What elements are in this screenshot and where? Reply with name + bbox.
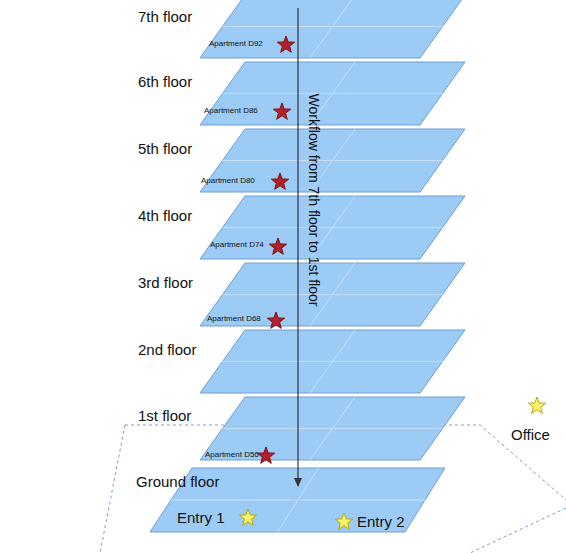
floor-label: 2nd floor <box>138 342 196 359</box>
floor-label: 4th floor <box>138 208 192 225</box>
entry-label: Entry 2 <box>357 514 405 531</box>
floor-plane <box>200 196 465 259</box>
office-label: Office <box>511 427 550 444</box>
floor-label: 6th floor <box>138 74 192 91</box>
workflow-label: Workflow from 7th floor to 1st floor <box>305 94 320 307</box>
apartment-label: Apartment D68 <box>207 315 261 324</box>
floor-plane <box>200 263 465 326</box>
floor-planes <box>150 0 465 532</box>
floor-plane <box>200 129 465 192</box>
star-marker <box>257 447 274 463</box>
star-marker <box>335 513 352 529</box>
star-marker <box>277 36 294 52</box>
floor-plane <box>200 397 465 460</box>
workflow-arrow <box>297 8 298 486</box>
apartment-label: Apartment D74 <box>210 241 264 250</box>
apartment-label: Apartment D86 <box>204 107 258 116</box>
apartment-label: Apartment D56 <box>205 451 259 460</box>
apartment-label: Apartment D80 <box>201 177 255 186</box>
star-marker <box>271 173 288 189</box>
star-marker <box>269 238 286 254</box>
apartment-label: Apartment D92 <box>209 40 263 49</box>
star-markers <box>239 36 545 529</box>
floor-plane <box>200 330 465 393</box>
floor-label: 3rd floor <box>138 275 193 292</box>
floor-label: 5th floor <box>138 141 192 158</box>
floor-plane <box>200 0 465 58</box>
star-marker <box>273 103 290 119</box>
plane-grid-line <box>310 397 355 460</box>
star-marker <box>528 397 545 413</box>
floor-label: 7th floor <box>138 9 192 26</box>
floor-label: Ground floor <box>136 474 219 491</box>
floor-plane <box>200 62 465 125</box>
entry-label: Entry 1 <box>177 510 225 527</box>
plane-grid-line <box>310 0 355 58</box>
plane-grid-line <box>310 330 355 393</box>
star-marker <box>267 312 284 328</box>
floor-label: 1st floor <box>138 408 191 425</box>
star-marker <box>239 509 256 525</box>
